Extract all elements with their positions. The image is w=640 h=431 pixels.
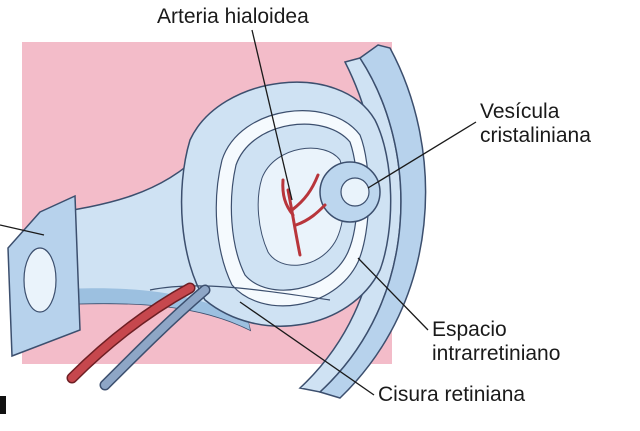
leader-lines bbox=[0, 29, 477, 396]
label-cisura-text: Cisura retiniana bbox=[378, 383, 526, 406]
label-espacio-intrarretiniano: Espacio intrarretiniano bbox=[432, 318, 560, 366]
optic-stalk-shade bbox=[45, 288, 250, 330]
surface-ectoderm-inner bbox=[318, 44, 427, 399]
leader-left bbox=[0, 224, 45, 236]
label-vesicula-line1: Vesícula bbox=[480, 100, 560, 123]
label-arteria-text: Arteria hialoidea bbox=[157, 5, 309, 28]
leader-vesicula bbox=[367, 121, 477, 189]
lens-vesicle-lumen bbox=[340, 177, 370, 207]
optic-fissure bbox=[149, 285, 331, 301]
label-arteria-hialoidea: Arteria hialoidea bbox=[157, 5, 309, 29]
leader-espacio bbox=[357, 257, 429, 331]
hyaloid-vein-fill bbox=[101, 286, 209, 389]
label-espacio-line1: Espacio bbox=[432, 318, 507, 341]
label-vesicula-cristaliniana: Vesícula cristaliniana bbox=[480, 100, 591, 148]
hyaloid-artery bbox=[281, 173, 327, 257]
leader-arteria bbox=[251, 29, 293, 201]
stalk-lumen bbox=[23, 247, 57, 313]
figure-letter-mark bbox=[0, 396, 6, 414]
hyaloid-artery-trunk-fill bbox=[68, 284, 194, 382]
label-vesicula-line2: cristaliniana bbox=[480, 124, 591, 147]
label-espacio-line2: intrarretiniano bbox=[432, 342, 561, 365]
label-cisura-retiniana: Cisura retiniana bbox=[378, 383, 525, 407]
leader-cisura bbox=[239, 301, 375, 396]
